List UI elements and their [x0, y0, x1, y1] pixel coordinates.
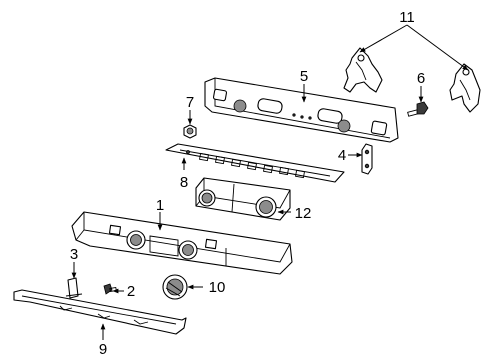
callout-3: 3: [70, 246, 78, 263]
callout-10: 10: [209, 279, 226, 296]
bolt-part: [407, 101, 429, 117]
absorber-strip-part: [165, 143, 345, 183]
nut-part: [183, 124, 197, 139]
callout-7: 7: [186, 94, 194, 111]
leader-lines: [71, 24, 469, 340]
fog-lamp-housing-part: [195, 177, 291, 221]
link-part: [361, 143, 373, 175]
fog-lamp-bezel-part: [162, 274, 188, 300]
callout-6: 6: [417, 70, 425, 87]
callout-12: 12: [295, 205, 312, 222]
reinforcement-beam-part: [204, 77, 399, 143]
lower-valance-part: [13, 289, 187, 335]
bracket-left-part: [343, 47, 383, 93]
bracket-right-part: [449, 63, 481, 113]
callout-2: 2: [127, 283, 135, 300]
clip-part: [65, 277, 83, 299]
screw-part: [103, 283, 117, 295]
callout-1: 1: [156, 197, 164, 214]
callout-11: 11: [399, 9, 415, 26]
callout-8: 8: [180, 174, 188, 191]
bumper-cover-part: [71, 211, 293, 275]
callout-9: 9: [99, 341, 107, 358]
callout-4: 4: [338, 147, 346, 164]
callout-5: 5: [300, 68, 308, 85]
